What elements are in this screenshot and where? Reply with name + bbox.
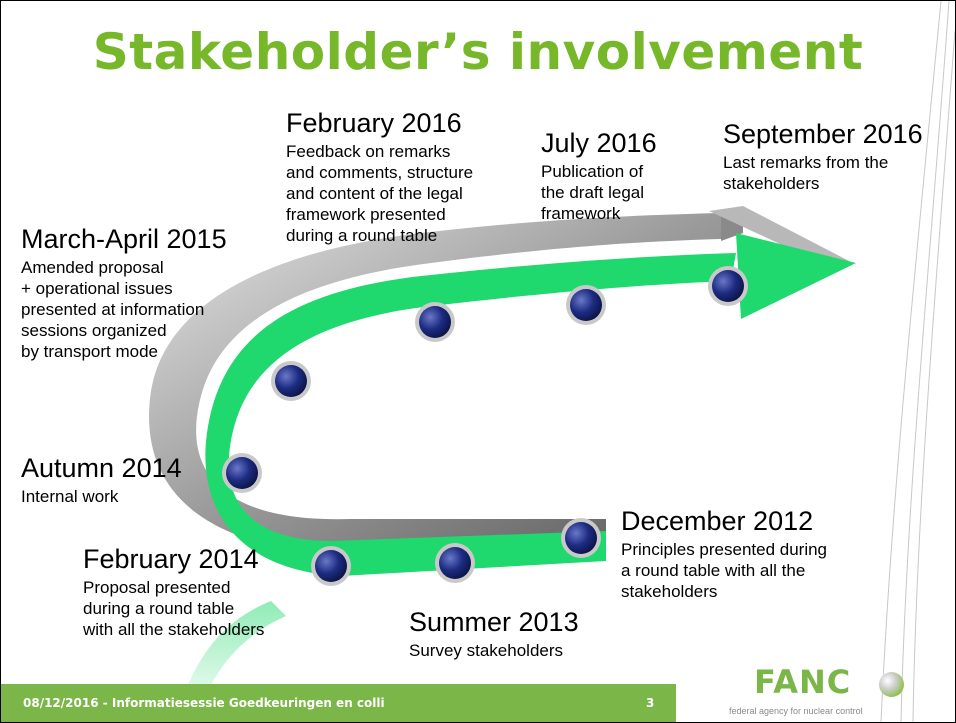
node-sum2013 (435, 543, 475, 583)
arrow-shadow-top (709, 206, 853, 263)
footer-text: 08/12/2016 - Informatiesessie Goedkeurin… (23, 696, 385, 710)
event-date: Autumn 2014 (21, 453, 182, 483)
node-feb2016 (415, 302, 455, 342)
event-desc: Publication of the draft legal framework (541, 162, 645, 223)
node-mar2015 (271, 361, 311, 401)
event-desc: Amended proposal + operational issues pr… (21, 258, 205, 361)
event-desc: Feedback on remarks and comments, struct… (286, 142, 474, 245)
node-aut2014 (222, 453, 262, 493)
slide-title: Stakeholder’s involvement (92, 23, 864, 81)
event-desc: Principles presented during a round tabl… (621, 540, 828, 601)
event-sep2016: September 2016 Last remarks from the sta… (723, 119, 923, 194)
path-band (205, 253, 736, 576)
node-feb2014 (311, 546, 351, 586)
event-dec2012: December 2012 Principles presented durin… (621, 506, 827, 602)
event-feb2014: February 2014 Proposal presented during … (83, 544, 264, 640)
node-sep2016 (708, 266, 748, 306)
event-date: March-April 2015 (21, 224, 227, 254)
event-date: July 2016 (541, 128, 657, 158)
arrow-head (736, 233, 856, 319)
logo-sphere-icon (879, 672, 904, 697)
footer-bar: 08/12/2016 - Informatiesessie Goedkeurin… (1, 684, 676, 722)
event-aut2014: Autumn 2014 Internal work (21, 453, 182, 507)
decorative-lines (880, 1, 955, 722)
logo-wordmark: FANC (754, 663, 852, 701)
event-desc: Proposal presented during a round table … (83, 578, 265, 639)
path-shadow (149, 213, 721, 549)
node-jul2016 (566, 285, 606, 325)
node-dec2012 (561, 518, 601, 558)
event-desc: Last remarks from the stakeholders (723, 153, 889, 193)
event-date: February 2014 (83, 544, 259, 574)
event-date: Summer 2013 (409, 607, 579, 637)
event-sum2013: Summer 2013 Survey stakeholders (409, 607, 579, 661)
event-date: September 2016 (723, 119, 923, 149)
event-desc: Survey stakeholders (409, 641, 564, 660)
event-date: December 2012 (621, 506, 814, 536)
event-date: February 2016 (286, 108, 462, 138)
fanc-logo: FANC federal agency for nuclear control (729, 663, 929, 721)
logo-tagline: federal agency for nuclear control (729, 706, 863, 716)
event-jul2016: July 2016 Publication of the draft legal… (541, 128, 657, 224)
event-desc: Internal work (21, 487, 119, 506)
event-mar2015: March-April 2015 Amended proposal + oper… (21, 224, 227, 362)
event-feb2016: February 2016 Feedback on remarks and co… (286, 108, 473, 246)
page-number: 3 (646, 696, 655, 710)
